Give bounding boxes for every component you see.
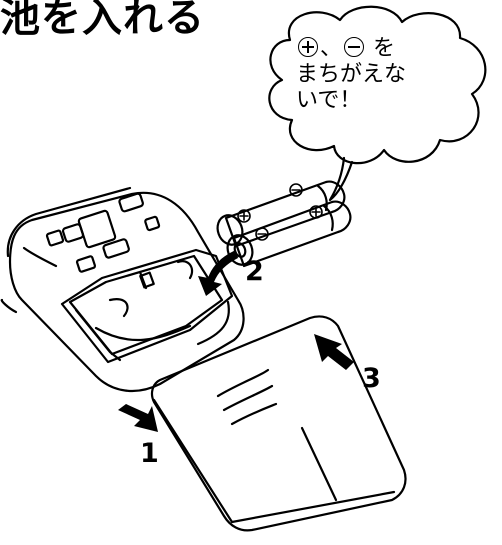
remote-button	[45, 229, 65, 247]
battery-pair	[216, 180, 352, 268]
cover-grip-lines	[216, 368, 278, 426]
remote-button	[102, 238, 130, 259]
callout-bubble	[268, 5, 487, 165]
step-2-label: 2	[245, 256, 264, 287]
page-title: 池を入れる	[0, 0, 205, 41]
remote-button	[77, 209, 117, 249]
battery	[232, 200, 352, 268]
callout-line-3: いで！	[296, 88, 362, 113]
step-1-label: 1	[140, 438, 159, 469]
callout-separator: 、	[320, 36, 343, 61]
battery-compartment	[60, 248, 234, 364]
battery-polarity-marks	[237, 183, 323, 241]
callout-tail	[328, 156, 354, 202]
callout-text: 、 を まちがえな いで！	[296, 36, 476, 114]
minus-circle-icon	[344, 37, 365, 57]
arrow-slide-cover-off-icon	[118, 404, 158, 432]
remote-button	[118, 192, 144, 213]
battery	[224, 180, 346, 248]
remote-control-body	[8, 191, 245, 392]
step-3-label: 3	[362, 363, 381, 394]
remote-button	[144, 215, 161, 232]
remote-button	[75, 255, 97, 273]
callout-line-1: 、 を	[296, 36, 476, 62]
arrow-insert-batteries-icon	[198, 250, 238, 296]
callout-line-1-tail: を	[373, 36, 396, 61]
arrow-replace-cover-icon	[314, 334, 354, 370]
battery-cover	[150, 315, 407, 532]
plus-circle-icon	[298, 37, 318, 57]
callout-line-2: まちがえな	[296, 62, 407, 87]
